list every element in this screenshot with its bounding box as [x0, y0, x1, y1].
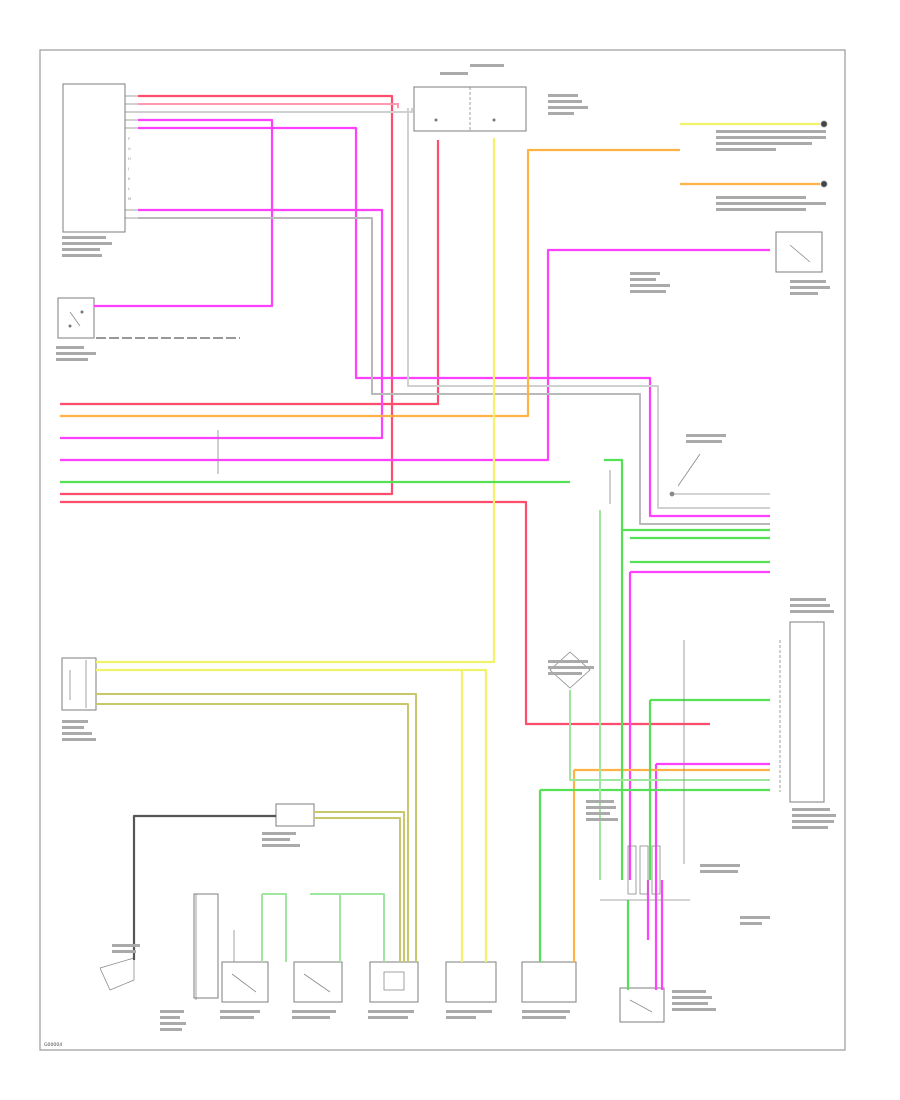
- splice-pack-top: [413, 86, 527, 132]
- diagram-frame: [39, 49, 846, 1051]
- svg-text:G: G: [128, 147, 131, 151]
- component-captions: [56, 64, 836, 1031]
- pressure-control-solenoid: [99, 957, 135, 991]
- fuel-door-switch: [57, 297, 95, 339]
- pink-wires: [138, 103, 399, 108]
- svg-text:K: K: [128, 177, 131, 181]
- magenta-wires: [60, 118, 770, 990]
- svg-text:L: L: [128, 187, 130, 191]
- olive-wires: [96, 693, 417, 962]
- bottom-ground-lines: [195, 493, 770, 1000]
- footer-code: G00004: [44, 1042, 62, 1048]
- light-green-wires: [261, 510, 770, 962]
- pressure-sensor-right: [775, 231, 823, 273]
- transmission-range-sensor-left: [61, 657, 97, 711]
- svg-text:M: M: [128, 197, 131, 201]
- yellow-wires: [96, 138, 496, 962]
- shift-lever-connector-right: [779, 621, 825, 803]
- fuel-sender-module: F G H J K L M: [62, 83, 138, 233]
- svg-text:J: J: [127, 167, 129, 171]
- gray-wires: [138, 108, 770, 525]
- green-wires: [60, 458, 770, 990]
- orange-wires: [60, 122, 820, 962]
- bottom-components: [193, 893, 665, 1023]
- red-wires: [60, 94, 710, 726]
- svg-text:H: H: [128, 157, 131, 161]
- inline-resistor: [275, 803, 315, 827]
- connector-markers: [217, 120, 828, 895]
- dark-gray-wires: [96, 337, 276, 960]
- svg-text:F: F: [128, 137, 130, 141]
